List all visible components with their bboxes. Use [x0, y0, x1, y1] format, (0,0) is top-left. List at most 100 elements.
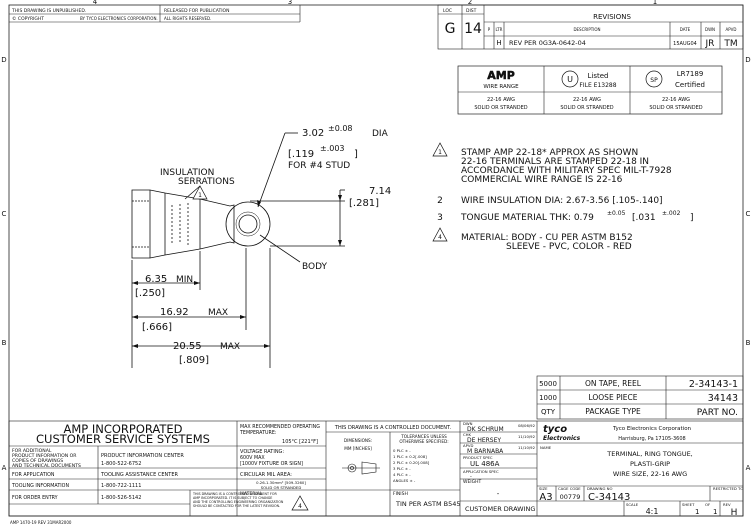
- service-name: CUSTOMER SERVICE SYSTEMS: [36, 432, 210, 446]
- prod-spec-value: UL 486A: [470, 460, 500, 468]
- zone-letter-a-right: A: [746, 464, 751, 472]
- notes-block: 1 STAMP AMP 22-18* APPROX AS SHOWN 22-16…: [432, 142, 694, 252]
- rev-date-label: DATE: [680, 27, 691, 32]
- dim1-mm: 6.35: [145, 274, 167, 285]
- zone-letter-a-left: A: [2, 464, 7, 472]
- material-triangle-icon: [291, 495, 309, 511]
- part-name-2: PLASTI-GRIP: [630, 460, 670, 468]
- rev-apvd-label: APVD: [726, 27, 737, 32]
- serrations-label: SERRATIONS: [178, 177, 235, 187]
- temp-value: 105°C [221°F]: [282, 439, 318, 445]
- dim2-qual: MAX: [208, 308, 228, 318]
- zone-letter-d-left: D: [1, 56, 6, 64]
- weight-label: WEIGHT: [463, 479, 481, 485]
- cert-c1-awg: 22-16 AWG: [487, 97, 515, 103]
- temp-label-2: TEMPERATURE:: [239, 430, 277, 436]
- pkg-row-1-part: 2-34143-1: [689, 379, 738, 390]
- note-4-line-1: MATERIAL: BODY - CU PER ASTM B152: [461, 233, 633, 243]
- ring-tongue: [225, 201, 271, 247]
- dwn-label: DWN: [463, 421, 473, 426]
- serrations-marker: 1: [198, 192, 202, 199]
- company-name: AMP INCORPORATED: [63, 422, 182, 436]
- contact-1-center: PRODUCT INFORMATION CENTER: [101, 453, 184, 459]
- note-1-triangle-icon: [432, 142, 448, 157]
- tol-line-1: 0 PLC ± -: [393, 448, 411, 453]
- app-spec-value: -: [470, 474, 472, 480]
- zone-number-3: 3: [288, 0, 292, 6]
- note-1-line-1: STAMP AMP 22-18* APPROX AS SHOWN: [461, 148, 638, 158]
- tolerances-1: TOLERANCES UNLESS: [400, 434, 447, 439]
- tyco-logo: tyco: [543, 424, 567, 435]
- note-2-number: 2: [437, 196, 443, 206]
- zone-number-2: 2: [468, 0, 472, 6]
- zone-number-1: 1: [653, 0, 657, 6]
- sleeve-outline: [131, 189, 235, 259]
- packaging-table: 5000 ON TAPE, REEL 2-34143-1 1000 LOOSE …: [536, 375, 744, 420]
- ul-listed-text: Listed: [588, 72, 609, 80]
- dimensions-1: DIMENSIONS:: [344, 438, 372, 443]
- contact-2-label: FOR APPLICATION: [12, 472, 55, 478]
- note-4-triangle-icon: [432, 227, 448, 242]
- contact-4-center: 1-800-526-5142: [101, 495, 141, 501]
- dia-inch: [.119: [288, 149, 314, 160]
- zone-letter-c-left: C: [2, 210, 7, 218]
- csa-certified-text: Certified: [675, 81, 705, 89]
- note-3-number: 3: [437, 213, 443, 223]
- controlled-fine-2: AMP INCORPORATED. IT IS SUBJECT TO CHANG…: [193, 496, 272, 500]
- rev-row-desc: REV PER 0G3A-0642-04: [509, 39, 586, 47]
- pkg-header-qty: QTY: [541, 408, 556, 416]
- contact-1-label-1: FOR ADDITIONAL: [12, 448, 52, 454]
- svg-text:U: U: [567, 75, 573, 84]
- restricted-label: RESTRICTED TO: [713, 486, 743, 491]
- company-address: Harrisburg, Pa 17105-3608: [618, 436, 685, 442]
- chk-name: DE HERSEY: [467, 437, 501, 444]
- pkg-row-1-qty: 5000: [539, 380, 557, 388]
- released-text: RELEASED FOR PUBLICATION: [164, 8, 229, 14]
- dimension-arrows: [132, 195, 342, 348]
- wire-range-label: WIRE RANGE: [483, 84, 519, 90]
- note-3-inch-tol: ±.002: [662, 210, 681, 217]
- tol-line-4: 3 PLC ± -: [393, 466, 411, 471]
- note-1-line-4: COMMERCIAL WIRE RANGE IS 22-16: [461, 175, 623, 185]
- height-mm: 7.14: [369, 186, 391, 197]
- contact-1-phone: 1-800-522-6752: [101, 461, 141, 467]
- customer-drawing: CUSTOMER DRAWING: [465, 505, 535, 513]
- note-4-line-2: SLEEVE - PVC, COLOR - RED: [506, 242, 632, 252]
- chk-date: 11/10/92: [518, 434, 536, 439]
- cmil-value-1: 0.26-1.30mm² [509-3260]: [256, 480, 306, 485]
- cert-c3-awg: 22-16 AWG: [662, 97, 690, 103]
- dwg-label: DRAWING NO: [587, 486, 613, 491]
- company-2-name: Tyco Electronics Corporation: [612, 426, 692, 432]
- dim1-inch: [.250]: [135, 288, 165, 299]
- note-2-text: WIRE INSULATION DIA: 2.67-3.56 [.105-.14…: [461, 196, 663, 206]
- part-name-3: WIRE SIZE, 22-16 AWG: [613, 470, 687, 478]
- dia-label: DIA: [372, 129, 389, 139]
- tolerances-2: OTHERWISE SPECIFIED:: [399, 439, 448, 444]
- pkg-row-2-part: 34143: [708, 393, 738, 404]
- rev-row-apvd: TM: [723, 39, 737, 49]
- tol-line-2: 1 PLC ± 0.2[.008]: [393, 454, 427, 459]
- tol-line-5: 4 PLC ± -: [393, 472, 411, 477]
- dim2-mm: 16.92: [160, 307, 189, 318]
- dimensions-2: MM [INCHES]: [344, 446, 372, 451]
- temp-label-1: MAX RECOMMENDED OPERATING: [240, 424, 320, 430]
- dim3-qual: MAX: [220, 342, 240, 352]
- ul-logo-icon: [561, 70, 579, 88]
- contact-3-label: TOOLING INFORMATION: [11, 483, 69, 489]
- height-inch: [.281]: [349, 198, 379, 209]
- zone-letter-d-right: D: [745, 56, 750, 64]
- tol-line-3: 2 PLC ± 0.20[.008]: [393, 460, 430, 465]
- footer-form: AMP 1470-19 REV 31MAR2000: [10, 520, 72, 525]
- note-1-line-2: 22-16 TERMINALS ARE STAMPED 22-18 IN: [461, 157, 649, 167]
- cert-c2-awg: 22-16 AWG: [573, 97, 601, 103]
- ul-file-text: FILE E13288: [579, 82, 616, 89]
- apvd-date: 11/10/92: [518, 445, 536, 450]
- cmil-label: CIRCULAR MIL AREA:: [240, 472, 292, 478]
- dia-inch-tol: ±.003: [320, 144, 345, 153]
- pkg-row-2-qty: 1000: [539, 394, 557, 402]
- apvd-label: APVD: [463, 443, 473, 448]
- contact-1-label-3: COPIES OF DRAWINGS: [12, 458, 63, 464]
- controlled-fine-3: AND THE CONTROLLING ENGINEERING ORGANIZA…: [193, 500, 284, 504]
- unpublished-text: THIS DRAWING IS UNPUBLISHED.: [11, 8, 86, 14]
- controlled-fine-4: SHOULD BE CONTACTED FOR THE LATEST REVIS…: [193, 504, 280, 508]
